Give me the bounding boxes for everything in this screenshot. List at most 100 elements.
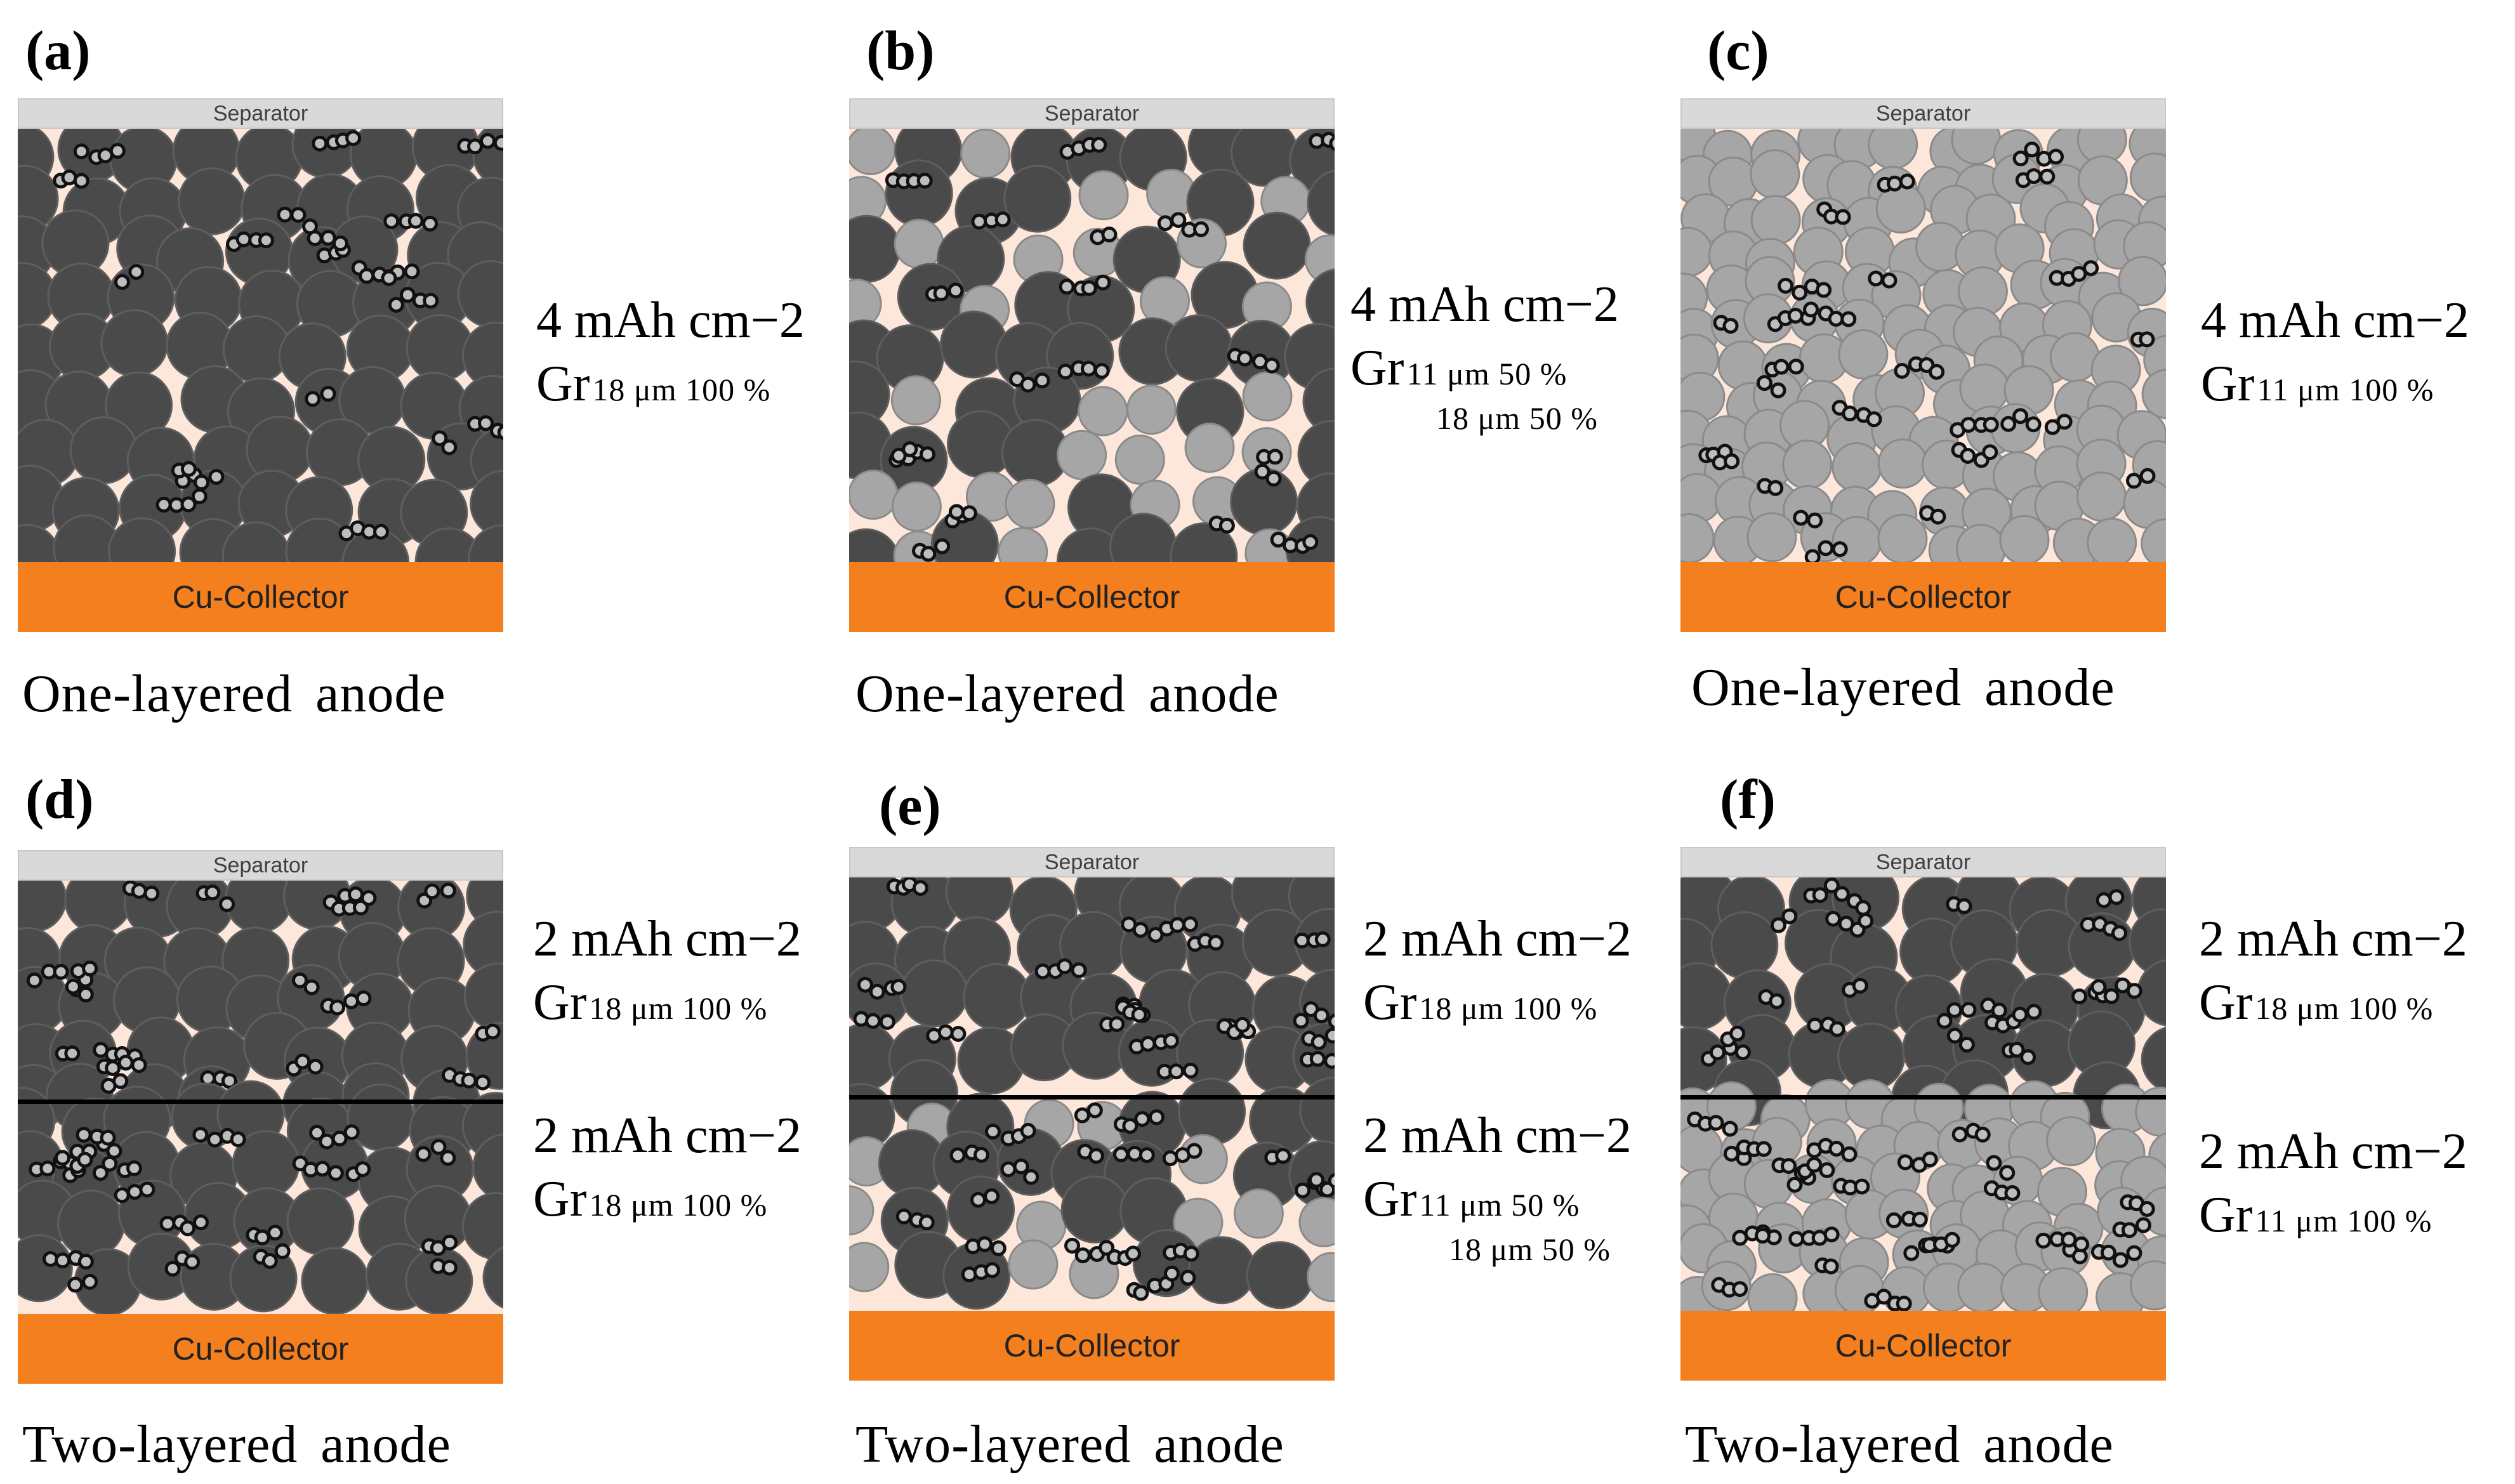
additive-particle	[1163, 1033, 1179, 1049]
small-particle	[1008, 1239, 1059, 1290]
additive-particle	[1792, 284, 1808, 301]
additive-particle	[359, 268, 375, 284]
capacity-label: 2 mAh cm−2	[2199, 911, 2467, 967]
additive-particle	[1887, 175, 1903, 192]
additive-particle	[1180, 1270, 1196, 1286]
panel-caption: One-layered anode	[1691, 658, 2115, 717]
particle-size-label: 11 μm 100 %	[2255, 1203, 2432, 1238]
additive-particle	[937, 1024, 954, 1041]
additive-particle	[73, 143, 89, 160]
additive-particle	[82, 1273, 98, 1290]
small-particle	[1957, 1263, 2008, 1311]
additive-particle	[1974, 1126, 1991, 1143]
additive-particle	[918, 1214, 935, 1231]
additive-particle	[1911, 1211, 1928, 1228]
small-particle	[2118, 256, 2166, 306]
additive-particle	[1709, 1044, 1726, 1061]
additive-particle	[2139, 1201, 2155, 1217]
large-particle	[229, 1244, 298, 1313]
small-particle	[894, 218, 944, 269]
additive-particle	[2020, 1049, 2036, 1065]
additive-particle	[143, 885, 160, 902]
additive-particle	[1852, 978, 1868, 994]
large-particle	[18, 881, 67, 933]
additive-particle	[1946, 1002, 1963, 1018]
additive-particle	[1816, 282, 1832, 298]
additive-particle	[1131, 1006, 1147, 1023]
additive-particle	[1134, 1111, 1151, 1127]
large-particle	[108, 517, 176, 562]
additive-particle	[912, 880, 928, 896]
additive-particle	[865, 1013, 881, 1029]
additive-particle	[1854, 1178, 1870, 1195]
cu-collector: Cu-Collector	[849, 562, 1335, 632]
additive-particle	[1855, 900, 1871, 916]
additive-particle	[1770, 382, 1786, 398]
additive-particle	[1885, 1212, 1902, 1228]
additive-particle	[277, 206, 293, 223]
additive-particle	[1324, 1027, 1335, 1044]
small-particle	[849, 1185, 875, 1236]
additive-particle	[1722, 1120, 1738, 1137]
additive-particle	[947, 282, 964, 299]
additive-particle	[950, 1026, 967, 1042]
electrode-cell	[18, 881, 503, 1314]
additive-particle	[1991, 1002, 2007, 1019]
additive-particle	[2100, 1244, 2116, 1261]
additive-particle	[1755, 1141, 1772, 1157]
large-particle	[178, 167, 246, 235]
additive-particle	[1074, 1247, 1091, 1264]
particle-size-label-2: 18 μm 50 %	[1449, 1231, 1611, 1267]
large-particle	[1680, 962, 1733, 1030]
capacity-label: 2 mAh cm−2	[1363, 1108, 1632, 1164]
small-particle	[1298, 1197, 1335, 1247]
additive-particle	[1793, 509, 1809, 526]
additive-particle	[1034, 372, 1050, 389]
panel-caption: One-layered anode	[855, 664, 1279, 723]
additive-particle	[2012, 150, 2029, 167]
additive-particle	[1157, 215, 1173, 232]
additive-particle	[39, 1160, 56, 1177]
spec-annotation: 4 mAh cm−2 Gr 11 μm 100 %	[2201, 289, 2469, 416]
capacity-label: 4 mAh cm−2	[536, 292, 805, 348]
capacity-label: 4 mAh cm−2	[1350, 277, 1619, 332]
large-particle	[2141, 1027, 2166, 1093]
additive-particle	[1773, 358, 1790, 375]
small-particle	[1078, 386, 1128, 437]
large-particle	[1307, 169, 1335, 237]
graphite-label: Gr	[533, 1171, 587, 1227]
additive-particle	[106, 1143, 122, 1159]
graphite-label: Gr	[1363, 1171, 1417, 1227]
additive-particle	[267, 1225, 284, 1241]
graphite-label: Gr	[2201, 356, 2255, 412]
additive-particle	[432, 430, 448, 447]
additive-particle	[131, 883, 147, 899]
additive-particle	[2126, 983, 2142, 999]
large-particle	[1060, 1175, 1129, 1244]
large-particle	[1188, 1236, 1256, 1304]
additive-particle	[2071, 266, 2087, 282]
electrode-cell	[1680, 877, 2166, 1311]
small-particle	[1242, 371, 1293, 422]
particle-packing	[849, 129, 1335, 562]
additive-particle	[332, 235, 348, 252]
large-particle	[482, 1246, 503, 1309]
additive-particle	[314, 1160, 331, 1177]
additive-particle	[422, 216, 439, 232]
large-particle	[900, 959, 968, 1028]
additive-particle	[916, 173, 933, 189]
additive-particle	[180, 461, 197, 477]
additive-particle	[1807, 512, 1823, 529]
additive-particle	[139, 1181, 155, 1198]
additive-particle	[1132, 922, 1149, 938]
spec-annotation-bottom: 2 mAh cm−2 Gr 11 μm 50 % 18 μm 50 %	[1363, 1104, 1632, 1268]
additive-particle	[1000, 1161, 1017, 1178]
additive-particle	[55, 1252, 71, 1269]
large-particle	[472, 1133, 503, 1201]
large-particle	[465, 1021, 503, 1090]
large-particle	[462, 1192, 503, 1260]
spec-annotation-top: 2 mAh cm−2 Gr 18 μm 100 %	[2199, 907, 2467, 1034]
additive-particle	[1982, 444, 1998, 461]
additive-particle	[493, 135, 503, 151]
particle-size-label: 11 μm 100 %	[2257, 372, 2434, 407]
